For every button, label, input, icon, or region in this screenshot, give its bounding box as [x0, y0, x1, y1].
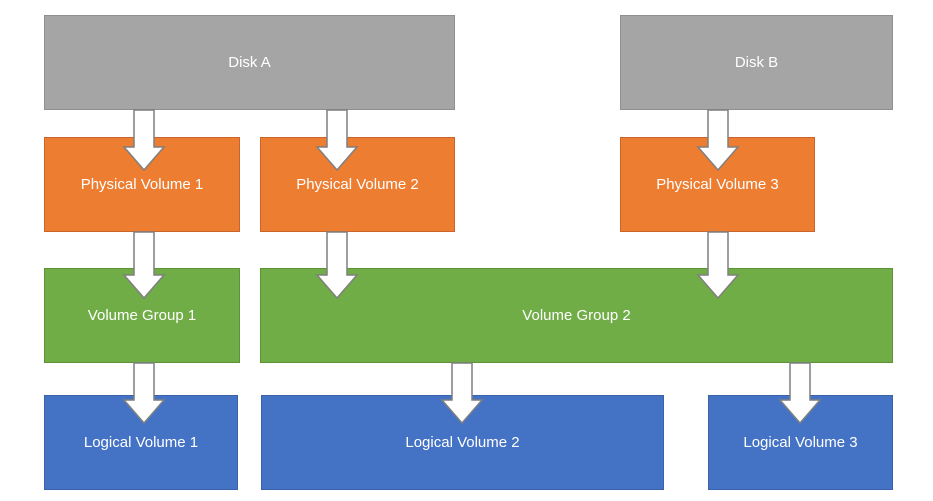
logical-volume-2-label: Logical Volume 2 [405, 434, 520, 451]
volume-group-1-label: Volume Group 1 [87, 307, 197, 324]
logical-volume-3-box: Logical Volume 3 [708, 395, 893, 490]
disk-a-label: Disk A [228, 54, 271, 71]
physical-volume-2-box: Physical Volume 2 [260, 137, 455, 232]
logical-volume-1-label: Logical Volume 1 [83, 434, 199, 451]
logical-volume-1-box: Logical Volume 1 [44, 395, 238, 490]
physical-volume-2-label: Physical Volume 2 [296, 176, 419, 193]
volume-group-2-label: Volume Group 2 [522, 307, 631, 324]
disk-b-box: Disk B [620, 15, 893, 110]
physical-volume-1-box: Physical Volume 1 [44, 137, 240, 232]
physical-volume-3-box: Physical Volume 3 [620, 137, 815, 232]
disk-b-label: Disk B [734, 54, 779, 71]
physical-volume-3-label: Physical Volume 3 [656, 176, 779, 193]
volume-group-2-box: Volume Group 2 [260, 268, 893, 363]
volume-group-1-box: Volume Group 1 [44, 268, 240, 363]
logical-volume-2-box: Logical Volume 2 [261, 395, 664, 490]
logical-volume-3-label: Logical Volume 3 [743, 434, 858, 451]
disk-a-box: Disk A [44, 15, 455, 110]
physical-volume-1-label: Physical Volume 1 [80, 176, 204, 193]
